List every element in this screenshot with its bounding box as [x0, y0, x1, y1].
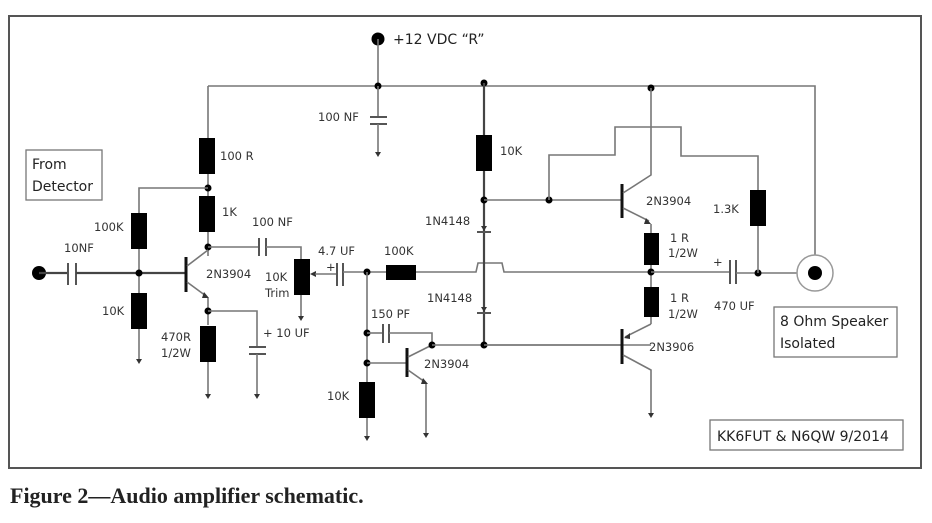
resistor-1r-bottom — [644, 287, 659, 317]
wire — [416, 262, 651, 273]
resistor-10k-lower — [359, 382, 375, 418]
ground-arrow-icon — [254, 394, 260, 399]
potentiometer-10k-trim — [294, 259, 310, 295]
pot-wiper-arrow-icon — [310, 271, 316, 277]
q3-label: 2N3904 — [646, 194, 691, 208]
q2-emitter-arrow-icon — [421, 378, 428, 384]
r-1r-top-label: 1 R — [670, 231, 689, 245]
diode-2-arrow-icon — [481, 307, 487, 312]
credit-text: KK6FUT & N6QW 9/2014 — [717, 429, 889, 445]
c-supply-label: 100 NF — [318, 110, 359, 124]
d2-label: 1N4148 — [427, 291, 472, 305]
resistor-10k-upper — [476, 135, 492, 171]
r-1r-bottom-rating: 1/2W — [668, 307, 698, 321]
ground-arrow-icon — [375, 152, 381, 157]
c-4-7uf-plus: + — [326, 260, 336, 274]
r-10k-lower-label: 10K — [327, 389, 350, 403]
c-470uf-plus: + — [713, 255, 723, 269]
r-100k-series-label: 100K — [384, 244, 414, 258]
bootstrap-wire — [548, 126, 759, 200]
top-rail — [208, 85, 816, 258]
resistor-1r-top — [644, 233, 659, 265]
speaker-terminal — [808, 266, 822, 280]
wire — [389, 332, 433, 345]
q1-collector — [186, 249, 209, 267]
input-note-box — [25, 149, 103, 201]
wire — [208, 310, 258, 346]
r-10k-bias-label: 10K — [102, 304, 125, 318]
r-1r-bottom-label: 1 R — [670, 291, 689, 305]
pot-label: 10K — [265, 270, 288, 284]
q4-collector — [622, 354, 652, 413]
q1-label: 2N3904 — [206, 267, 251, 281]
diode-1-arrow-icon — [481, 226, 487, 231]
ground-arrow-icon — [648, 413, 654, 418]
r-100r-label: 100 R — [220, 149, 254, 163]
c-10uf-label: + 10 UF — [263, 326, 310, 340]
figure-caption: Figure 2—Audio amplifier schematic. — [10, 483, 364, 508]
pot-label-trim: Trim — [264, 286, 289, 300]
d1-label: 1N4148 — [425, 214, 470, 228]
ground-arrow-icon — [298, 316, 304, 321]
ground-arrow-icon — [136, 359, 142, 364]
speaker-note-box — [773, 306, 898, 358]
q4-label: 2N3906 — [649, 340, 694, 354]
c-4-7uf-label: 4.7 UF — [318, 244, 355, 258]
resistor-1k — [199, 196, 215, 232]
wire — [138, 187, 208, 213]
junction-dot — [135, 269, 143, 277]
wire — [266, 246, 302, 259]
q1-emitter — [186, 281, 207, 297]
resistor-100k-bias — [131, 213, 147, 249]
ground-arrow-icon — [364, 436, 370, 441]
r-470r-label: 470R — [161, 330, 191, 344]
q2-label: 2N3904 — [424, 357, 469, 371]
resistor-100k-series — [386, 265, 416, 280]
q3-emitter — [622, 207, 650, 222]
q1-emitter-arrow-icon — [202, 292, 209, 298]
resistor-470r — [200, 326, 216, 362]
speaker-note-line2: Isolated — [780, 336, 835, 352]
input-note-line2: Detector — [32, 179, 93, 195]
c-150pf-label: 150 PF — [371, 307, 410, 321]
q2-emitter — [407, 369, 426, 383]
c-coupling-label: 100 NF — [252, 215, 293, 229]
speaker-note-line1: 8 Ohm Speaker — [780, 314, 889, 330]
resistor-10k-bias — [131, 293, 147, 329]
credit-box — [709, 419, 904, 451]
r-100k-bias-label: 100K — [94, 220, 124, 234]
r-1r-top-rating: 1/2W — [668, 246, 698, 260]
input-note-line1: From — [32, 157, 67, 173]
supply-label: +12 VDC “R” — [393, 32, 485, 48]
r-10k-upper-label: 10K — [500, 144, 523, 158]
r-470r-rating: 1/2W — [161, 346, 191, 360]
q4-emitter-arrow-icon — [624, 333, 630, 339]
c-input-label: 10NF — [64, 241, 94, 255]
resistor-100r — [199, 138, 215, 174]
resistor-1-3k — [750, 190, 766, 226]
r-1-3k-label: 1.3K — [713, 202, 739, 216]
q3-emitter-arrow-icon — [644, 218, 651, 224]
r-1k-label: 1K — [222, 205, 237, 219]
c-470uf-label: 470 UF — [714, 299, 755, 313]
q2-collector — [407, 344, 433, 358]
ground-arrow-icon — [205, 394, 211, 399]
ground-arrow-icon — [423, 433, 429, 438]
diagram-frame — [8, 15, 922, 469]
q3-collector — [622, 88, 652, 194]
